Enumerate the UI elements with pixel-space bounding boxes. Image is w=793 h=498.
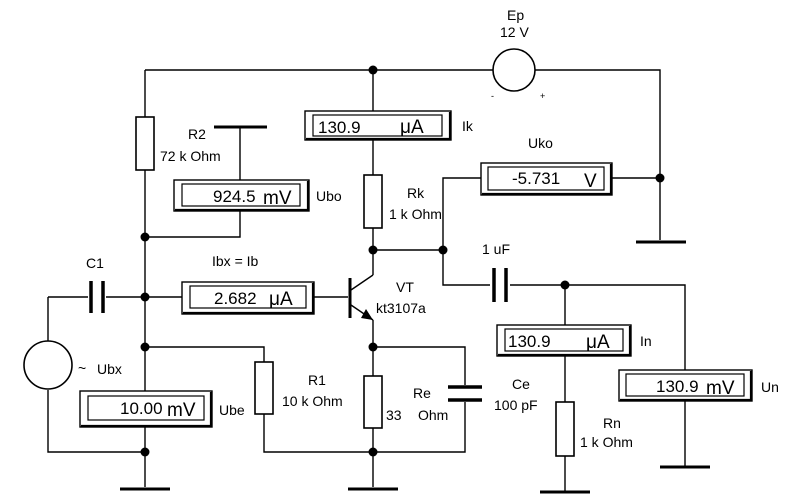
rn-name: Rn bbox=[603, 415, 621, 431]
transistor-vt: VT kt3107a bbox=[348, 274, 426, 321]
c2-value: 1 uF bbox=[482, 241, 510, 257]
resistor-r1-body bbox=[254, 361, 274, 415]
voltage-source-ep: Ep 12 V - + bbox=[491, 7, 545, 101]
ibx-value: 2.682 bbox=[214, 289, 257, 308]
ubo-value: 924.5 bbox=[213, 187, 256, 206]
ube-label: Ube bbox=[219, 402, 245, 418]
ubo-unit: mV bbox=[263, 188, 292, 209]
un-value: 130.9 bbox=[656, 377, 699, 396]
re-name: Re bbox=[413, 385, 431, 401]
ube-unit: mV bbox=[167, 400, 196, 421]
r2-name: R2 bbox=[188, 126, 206, 142]
junction-dots bbox=[140, 65, 665, 457]
resistor-r2-body bbox=[135, 116, 155, 171]
resistor-r2-labels: R2 72 k Ohm bbox=[160, 125, 267, 164]
source-name: Ep bbox=[507, 7, 524, 23]
meter-uko: Uko -5.731 V bbox=[480, 135, 613, 196]
ce-name: Ce bbox=[512, 376, 530, 392]
capacitor-c2: 1 uF bbox=[482, 241, 510, 302]
resistor-rn-body bbox=[555, 401, 575, 457]
uko-value: -5.731 bbox=[512, 169, 560, 188]
ce-value: 100 pF bbox=[494, 397, 538, 413]
meter-ibx: Ibx = Ib 2.682 μA bbox=[181, 253, 315, 315]
source-minus: - bbox=[491, 91, 494, 101]
vt-name: VT bbox=[396, 279, 414, 295]
wires bbox=[47, 69, 686, 492]
re-unit: Ohm bbox=[418, 407, 448, 423]
un-unit: mV bbox=[706, 378, 735, 399]
meter-ik: 130.9 μA Ik bbox=[304, 110, 474, 141]
ibx-unit: μA bbox=[269, 289, 293, 310]
ubx-tilde: ~ bbox=[78, 360, 86, 376]
uko-unit: V bbox=[584, 171, 597, 192]
source-value: 12 V bbox=[500, 24, 529, 40]
in-unit: μA bbox=[586, 332, 610, 353]
un-label: Un bbox=[761, 379, 779, 395]
resistor-rk-body bbox=[363, 174, 383, 229]
re-value: 33 bbox=[386, 407, 402, 423]
meter-ubo: 924.5 mV Ubo bbox=[173, 179, 342, 212]
ubx-name: Ubx bbox=[97, 361, 122, 377]
meter-un: 130.9 mV Un bbox=[618, 369, 779, 402]
capacitor-c1: C1 bbox=[86, 255, 105, 313]
rk-value: 1 k Ohm bbox=[389, 206, 442, 222]
r1-value: 10 k Ohm bbox=[282, 393, 343, 409]
meter-ube: 10.00 mV Ube bbox=[79, 390, 245, 428]
source-plus: + bbox=[540, 91, 545, 101]
ik-value: 130.9 bbox=[318, 118, 361, 137]
ik-label: Ik bbox=[462, 118, 474, 134]
ik-unit: μA bbox=[400, 117, 424, 138]
in-value: 130.9 bbox=[508, 332, 551, 351]
rn-value: 1 k Ohm bbox=[580, 434, 633, 450]
r1-name: R1 bbox=[308, 372, 326, 388]
r2-value: 72 k Ohm bbox=[160, 148, 221, 164]
ac-source-ubx: ~ Ubx bbox=[23, 340, 122, 390]
c1-name: C1 bbox=[86, 255, 104, 271]
rk-name: Rk bbox=[407, 185, 425, 201]
ube-value: 10.00 bbox=[120, 399, 163, 418]
ibx-label: Ibx = Ib bbox=[212, 253, 259, 269]
meter-in: 130.9 μA In bbox=[496, 324, 652, 357]
ubo-label: Ubo bbox=[316, 188, 342, 204]
in-label: In bbox=[640, 333, 652, 349]
ground-symbols bbox=[120, 240, 710, 494]
vt-model: kt3107a bbox=[376, 300, 426, 316]
uko-label: Uko bbox=[528, 135, 553, 151]
resistor-re-body bbox=[363, 375, 383, 429]
capacitor-ce: Ce 100 pF bbox=[448, 376, 538, 413]
